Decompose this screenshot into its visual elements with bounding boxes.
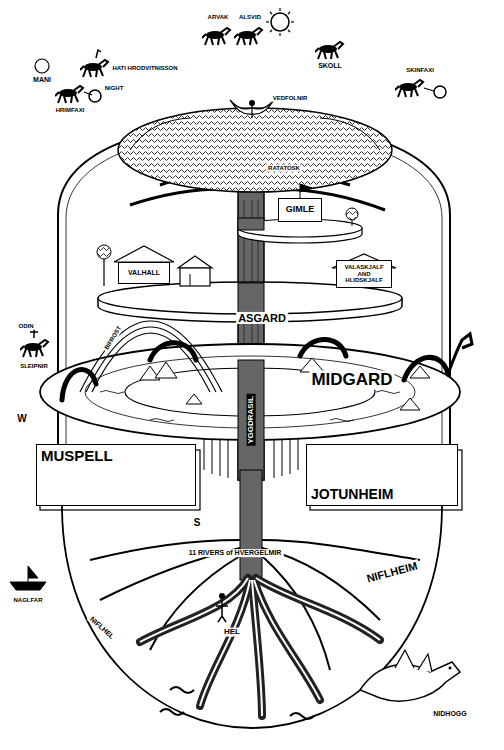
place-label: 11 RIVERS of HVERGELMIR [187,549,284,557]
hall-box: VALHALL [118,262,170,284]
node-text: VALHALL [128,269,160,277]
realm-block: JOTUNHEIM [306,444,458,506]
place-label: SKOLL [316,62,344,70]
place-label: NAGLFAR [12,597,45,604]
place-label: YGGDRASIL [247,394,256,446]
place-label: RATATOSK [266,165,302,172]
place-label: HATI HRODVITNISSON [110,65,179,72]
place-label: HEL [222,628,242,637]
hall-box: GIMLE [278,198,322,222]
place-label: NIGHT [103,85,126,92]
place-label: NIDHOGG [431,710,468,718]
node-text: MUSPELL [41,448,113,465]
place-label: HRIMFAXI [54,107,87,114]
hall-box: VALASKJALF AND HLIDSKJALF [336,260,392,288]
place-label: MIDGARD [309,371,394,390]
place-label: S [192,517,203,528]
place-label: VEDFOLNIR [271,95,310,102]
place-label: ASGARD [236,312,288,324]
node-text: JOTUNHEIM [311,487,393,502]
place-label: NIFLHEIM [363,559,420,585]
node-text: VALASKJALF AND HLIDSKJALF [341,264,387,284]
place-label: SKINFAXI [404,67,436,74]
place-label: ALSVID [237,14,263,21]
place-label: ODIN [17,323,36,330]
place-label: W [15,413,28,424]
place-label: MANI [31,76,53,84]
node-text: GIMLE [286,205,315,215]
realm-block: MUSPELL [36,444,196,506]
place-label: SLEIPNIR [18,363,50,370]
place-label: ARVAK [206,14,231,21]
